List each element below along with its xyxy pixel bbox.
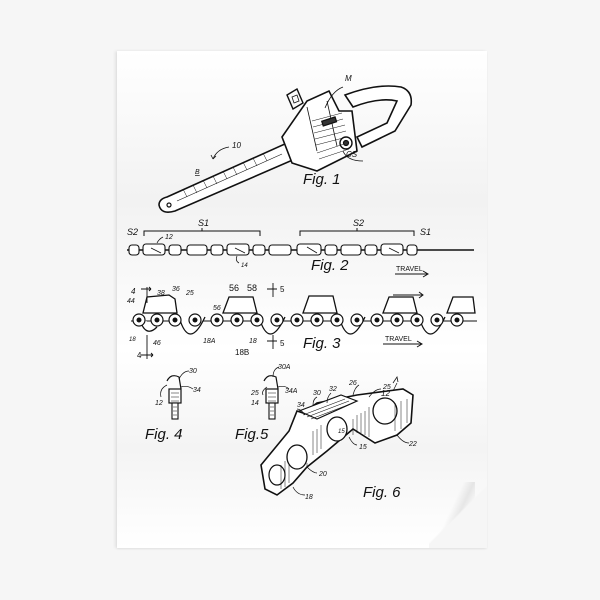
fig3-travel-label: TRAVEL — [385, 336, 412, 343]
fig1-label-10: 10 — [232, 141, 241, 150]
fig2-label-12: 12 — [165, 234, 173, 241]
fig1-label-cs: CS — [346, 150, 358, 159]
fig3-label-18-mid: 18 — [249, 338, 257, 345]
fig4-tooth — [160, 370, 194, 420]
fig6-label-25: 25 — [382, 384, 391, 391]
fig4-caption: Fig. 4 — [145, 426, 183, 443]
fig5-label-14: 14 — [251, 400, 259, 407]
fig3-label-25: 25 — [185, 290, 194, 297]
fig6-label-30: 30 — [313, 390, 321, 397]
fig2-label-s2-b: S2 — [353, 218, 364, 228]
fig3-label-18a: 18A — [203, 338, 216, 345]
fig6-label-34: 34 — [297, 402, 305, 409]
fig6-label-18: 18 — [305, 494, 313, 501]
patent-drawing: M 10 CS B Fig. 1 — [127, 74, 477, 501]
fig2-label-14: 14 — [241, 263, 248, 269]
fig3-label-5-bottom: 5 — [280, 339, 285, 348]
fig6-label-26: 26 — [348, 380, 357, 387]
fig1-caption: Fig. 1 — [303, 171, 341, 188]
page-curl — [429, 480, 487, 548]
fig3-label-18b: 18B — [235, 348, 249, 357]
fig1-label-b: B — [195, 169, 200, 176]
fig6-label-20: 20 — [318, 471, 327, 478]
fig3-label-38: 38 — [157, 290, 165, 297]
patent-poster: M 10 CS B Fig. 1 — [117, 51, 487, 548]
fig5-caption: Fig.5 — [235, 426, 269, 443]
fig2-travel-label: TRAVEL — [396, 266, 423, 273]
fig3-caption: Fig. 3 — [303, 335, 341, 352]
fig3-label-18-left: 18 — [129, 337, 136, 343]
fig5-label-34a: 34A — [285, 388, 298, 395]
fig4-label-12: 12 — [155, 400, 163, 407]
fig3-label-58: 58 — [247, 283, 257, 293]
fig6-cutter-link — [260, 375, 414, 496]
fig3-label-4-bottom: 4 — [137, 351, 142, 360]
fig4-label-30: 30 — [189, 368, 197, 375]
fig5-label-30a: 30A — [278, 364, 291, 371]
fig3-label-56b: 56 — [229, 283, 239, 293]
fig2-chain — [127, 228, 474, 278]
fig2-caption: Fig. 2 — [311, 257, 349, 274]
fig6-label-15a: 15 — [338, 429, 345, 435]
fig5-tooth — [262, 366, 290, 420]
fig6-label-12: 12 — [381, 389, 390, 398]
fig1-chainsaw — [158, 85, 413, 213]
fig5-label-25: 25 — [250, 390, 259, 397]
fig6-caption: Fig. 6 — [363, 484, 401, 501]
fig6-label-32: 32 — [329, 386, 337, 393]
fig3-label-5-top: 5 — [280, 285, 285, 294]
fig3-label-56a: 56 — [213, 305, 221, 312]
fig3-label-36: 36 — [172, 286, 180, 293]
fig3-label-4-top: 4 — [131, 287, 136, 296]
fig3-chain — [131, 283, 477, 359]
fig2-label-s1-right: S1 — [420, 227, 431, 237]
fig1-label-m: M — [345, 74, 352, 83]
fig3-label-44: 44 — [127, 298, 135, 305]
fig4-label-34: 34 — [193, 387, 201, 394]
fig3-label-46: 46 — [153, 340, 161, 347]
fig2-label-s2-left: S2 — [127, 227, 138, 237]
fig6-label-22: 22 — [408, 441, 417, 448]
fig6-label-15b: 15 — [359, 444, 367, 451]
fig2-label-s1-a: S1 — [198, 218, 209, 228]
